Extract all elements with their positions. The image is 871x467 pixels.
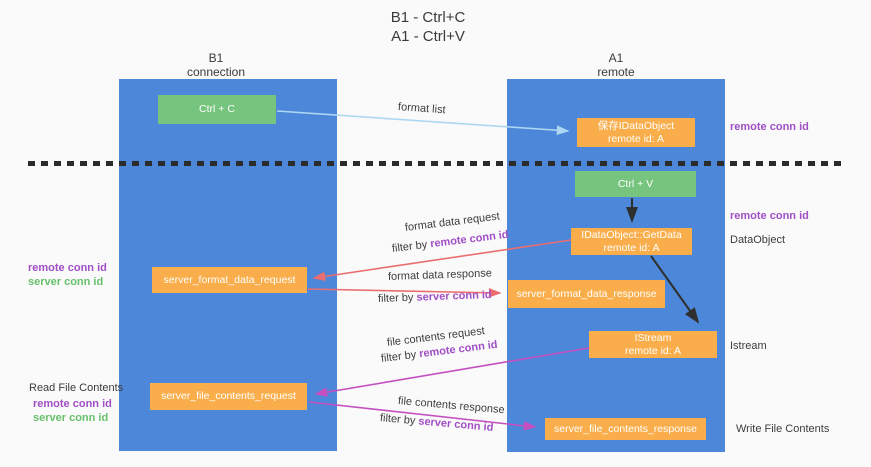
node-ctrl-c: Ctrl + C [158, 95, 276, 124]
node-save-idataobject: 保存IDataObject remote id: A [577, 118, 695, 147]
save-idataobject-line2: remote id: A [607, 132, 665, 145]
right-column-name: A1 [608, 51, 624, 65]
node-ctrl-v: Ctrl + V [575, 171, 696, 197]
filter-by-text: filter by [380, 348, 420, 365]
filter-by-text: filter by [377, 291, 417, 305]
left-column-header: B1 connection [107, 51, 325, 79]
edge-label-filter-by-server-1: filter by server conn id [378, 289, 492, 305]
left-column-name: B1 [208, 51, 224, 65]
right-column-header: A1 remote [507, 51, 725, 79]
ctrl-c-label: Ctrl + C [199, 103, 235, 116]
getdata-line2: remote id: A [603, 241, 660, 254]
annotation-remote-conn-id-top: remote conn id [730, 121, 809, 133]
edge-label-format-data-response: format data response [387, 267, 493, 283]
ctrl-v-label: Ctrl + V [617, 177, 654, 190]
annotation-write-file-contents: Write File Contents [736, 423, 830, 435]
istream-line1: IStream [634, 332, 672, 344]
divider-dashed-line [28, 161, 846, 166]
left-column-role: connection [186, 65, 246, 79]
edge-label-format-list: format list [397, 101, 446, 117]
remote-conn-id-text: remote conn id [429, 228, 510, 251]
filter-by-text: filter by [379, 412, 419, 428]
server-conn-id-text: server conn id [417, 415, 494, 434]
diagram-title: B1 - Ctrl+C A1 - Ctrl+V [0, 8, 856, 46]
server-file-contents-request-label: server_file_contents_request [161, 390, 296, 403]
node-server-format-data-request: server_format_data_request [152, 267, 307, 293]
filter-by-text: filter by [391, 238, 431, 255]
annotation-server-conn-id-left-1: server conn id [28, 276, 104, 288]
annotation-dataobject: DataObject [730, 234, 786, 246]
right-column-role: remote [597, 65, 635, 79]
annotation-server-conn-id-left-2: server conn id [33, 412, 109, 424]
istream-line2: remote id: A [624, 344, 682, 357]
save-idataobject-line1: 保存IDataObject [597, 120, 675, 132]
title-line-2: A1 - Ctrl+V [391, 28, 465, 45]
node-server-file-contents-response: server_file_contents_response [545, 418, 706, 440]
annotation-remote-conn-id-left-1: remote conn id [28, 262, 107, 274]
annotation-read-file-contents: Read File Contents [29, 382, 124, 394]
node-istream: IStream remote id: A [589, 331, 717, 358]
title-line-1: B1 - Ctrl+C [390, 9, 466, 26]
server-file-contents-response-label: server_file_contents_response [553, 422, 697, 435]
annotation-remote-conn-id-left-2: remote conn id [33, 398, 112, 410]
server-conn-id-text: server conn id [416, 289, 492, 304]
node-idataobject-getdata: IDataObject::GetData remote id: A [571, 228, 692, 255]
edge-label-filter-by-server-2: filter by server conn id [379, 412, 493, 434]
server-format-data-response-label: server_format_data_response [516, 287, 657, 300]
edge-label-file-contents-response: file contents response [397, 395, 506, 417]
annotation-remote-conn-id-mid: remote conn id [730, 210, 809, 222]
node-server-format-data-response: server_format_data_response [508, 280, 665, 308]
server-format-data-request-label: server_format_data_request [163, 273, 296, 286]
node-server-file-contents-request: server_file_contents_request [150, 383, 307, 410]
getdata-line1: IDataObject::GetData [581, 229, 682, 241]
annotation-istream: Istream [730, 340, 767, 352]
